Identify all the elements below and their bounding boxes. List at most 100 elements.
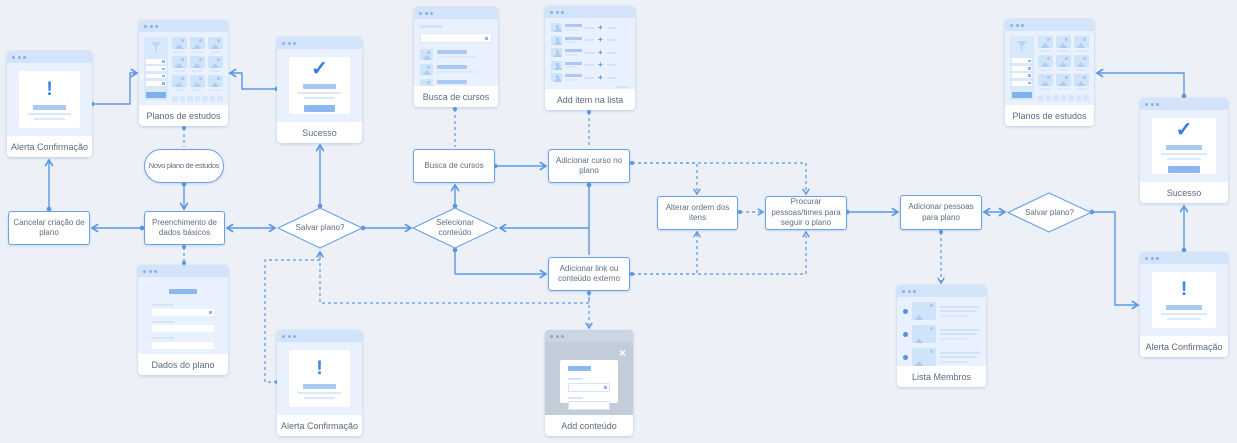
window-busca-de-cursos[interactable]: Busca de cursos — [414, 7, 498, 107]
alert-card: ! — [19, 71, 80, 128]
checkbox-icon — [903, 331, 908, 337]
window-alerta-confirmacao-top-left[interactable]: ! Alerta Confirmação — [7, 51, 92, 157]
window-titlebar — [897, 285, 986, 297]
node-adicionar-pessoas-para-plano[interactable]: Adicionar pessoas para plano — [900, 195, 982, 230]
close-icon: × — [618, 346, 626, 360]
checkbox-icon — [903, 354, 908, 360]
node-alterar-ordem-dos-itens[interactable]: Alterar ordem dos itens — [657, 196, 738, 230]
image-placeholder-icon — [172, 75, 187, 87]
exclamation-icon: ! — [316, 357, 323, 379]
image-placeholder-icon — [551, 73, 562, 82]
node-procurar-pessoas-times[interactable]: Procurar pessoas/times para seguir o pla… — [765, 196, 847, 230]
window-titlebar — [7, 51, 92, 63]
window-label: Sucesso — [277, 122, 362, 143]
alert-card: ! — [289, 350, 350, 407]
success-card: ✓ — [289, 57, 350, 114]
checkmark-icon: ✓ — [311, 58, 328, 80]
image-placeholder-icon — [208, 56, 223, 68]
plus-icon: + — [598, 60, 603, 69]
text-field — [152, 325, 214, 332]
window-lista-membros[interactable]: Lista Membros — [897, 285, 986, 387]
filter-button — [146, 92, 166, 99]
image-placeholder-icon — [190, 56, 205, 68]
connector-sucesso-to-planos — [228, 68, 280, 92]
node-novo-plano-de-estudos[interactable]: Novo plano de estudos — [144, 149, 224, 183]
node-salvar-plano-right[interactable]: Salvar plano? — [1007, 192, 1092, 233]
pagination — [1038, 95, 1090, 101]
image-placeholder-icon — [1074, 74, 1089, 86]
image-placeholder-icon — [1038, 55, 1053, 67]
success-card: ✓ — [1152, 118, 1216, 174]
node-preenchimento-dados-basicos[interactable]: Preenchimento de dados básicos — [144, 211, 225, 245]
window-label: Add item na lista — [545, 89, 635, 110]
connector-cursobox-to-procurar — [632, 162, 810, 196]
image-placeholder-icon — [420, 79, 433, 86]
window-titlebar — [1005, 19, 1094, 31]
checkmark-icon: ✓ — [1175, 118, 1193, 141]
connector-alerta-to-planos — [89, 68, 139, 107]
window-sucesso-right[interactable]: ✓ Sucesso — [1140, 98, 1228, 203]
window-label: Busca de cursos — [414, 86, 498, 107]
window-titlebar — [138, 265, 228, 277]
card-grid — [1038, 36, 1090, 101]
plus-icon: + — [598, 47, 603, 57]
window-label: Alerta Confirmação — [1140, 336, 1228, 357]
node-adicionar-curso-no-plano[interactable]: Adicionar curso no plano — [548, 149, 630, 183]
window-sucesso-left[interactable]: ✓ Sucesso — [277, 37, 362, 143]
modal-card — [560, 360, 618, 410]
node-selecionar-conteudo[interactable]: Selecionar conteúdo — [412, 207, 498, 249]
plus-icon: + — [598, 35, 603, 44]
window-titlebar — [414, 7, 498, 19]
window-alerta-confirmacao-bottom[interactable]: ! Alerta Confirmação — [277, 330, 362, 436]
image-placeholder-icon — [551, 60, 562, 70]
alert-card: ! — [1152, 272, 1216, 328]
exclamation-icon: ! — [1180, 279, 1188, 300]
filter-sidebar — [144, 37, 168, 100]
primary-button — [1168, 165, 1200, 173]
image-placeholder-icon — [208, 37, 223, 49]
connector-sucesso-to-planos-right — [1095, 68, 1187, 99]
image-placeholder-icon — [551, 48, 562, 57]
exclamation-icon: ! — [46, 78, 53, 100]
image-placeholder-icon — [551, 23, 562, 32]
node-cancelar-criacao-de-plano[interactable]: Cancelar criação de plano — [8, 211, 90, 245]
primary-button — [304, 105, 335, 112]
plus-icon: + — [598, 72, 603, 82]
window-alerta-confirmacao-right[interactable]: ! Alerta Confirmação — [1140, 252, 1228, 357]
node-busca-de-cursos[interactable]: Busca de cursos — [413, 149, 495, 183]
filter-sidebar — [1010, 36, 1034, 100]
image-placeholder-icon — [420, 64, 433, 75]
pagination — [172, 96, 224, 102]
window-titlebar — [277, 37, 362, 49]
image-placeholder-icon — [912, 348, 936, 366]
window-planos-de-estudos-left[interactable]: Planos de estudos — [139, 20, 228, 126]
image-placeholder-icon — [912, 325, 936, 343]
window-titlebar — [545, 6, 635, 18]
window-label: Sucesso — [1140, 182, 1228, 203]
window-dados-do-plano[interactable]: Dados do plano — [138, 265, 228, 375]
connector-selecionar-to-linkbox — [452, 247, 548, 279]
form-title-bar — [169, 289, 197, 294]
window-add-item-na-lista[interactable]: + + + + + Add item na lista — [545, 6, 635, 110]
image-placeholder-icon — [1038, 36, 1053, 48]
window-add-conteudo[interactable]: × Add conteúdo — [545, 330, 633, 436]
window-label: Add conteúdo — [545, 415, 633, 436]
image-placeholder-icon — [1038, 74, 1053, 86]
window-label: Alerta Confirmação — [277, 415, 362, 436]
filter-icon — [1016, 41, 1028, 51]
image-placeholder-icon — [1074, 36, 1089, 48]
window-titlebar — [1140, 252, 1228, 264]
image-placeholder-icon — [1056, 55, 1071, 67]
connector-linkbox-to-procurar — [632, 230, 810, 275]
connector-alerta-bottom-to-salvar — [264, 250, 324, 385]
node-salvar-plano-left[interactable]: Salvar plano? — [277, 207, 363, 249]
node-adicionar-link-conteudo-externo[interactable]: Adicionar link ou conteúdo externo — [548, 257, 630, 291]
select-field — [152, 308, 214, 316]
image-placeholder-icon — [190, 75, 205, 87]
window-planos-de-estudos-right[interactable]: Planos de estudos — [1005, 19, 1094, 126]
image-placeholder-icon — [1074, 55, 1089, 67]
form-title-bar — [568, 366, 592, 371]
window-label: Dados do plano — [138, 354, 228, 375]
image-placeholder-icon — [420, 49, 433, 60]
